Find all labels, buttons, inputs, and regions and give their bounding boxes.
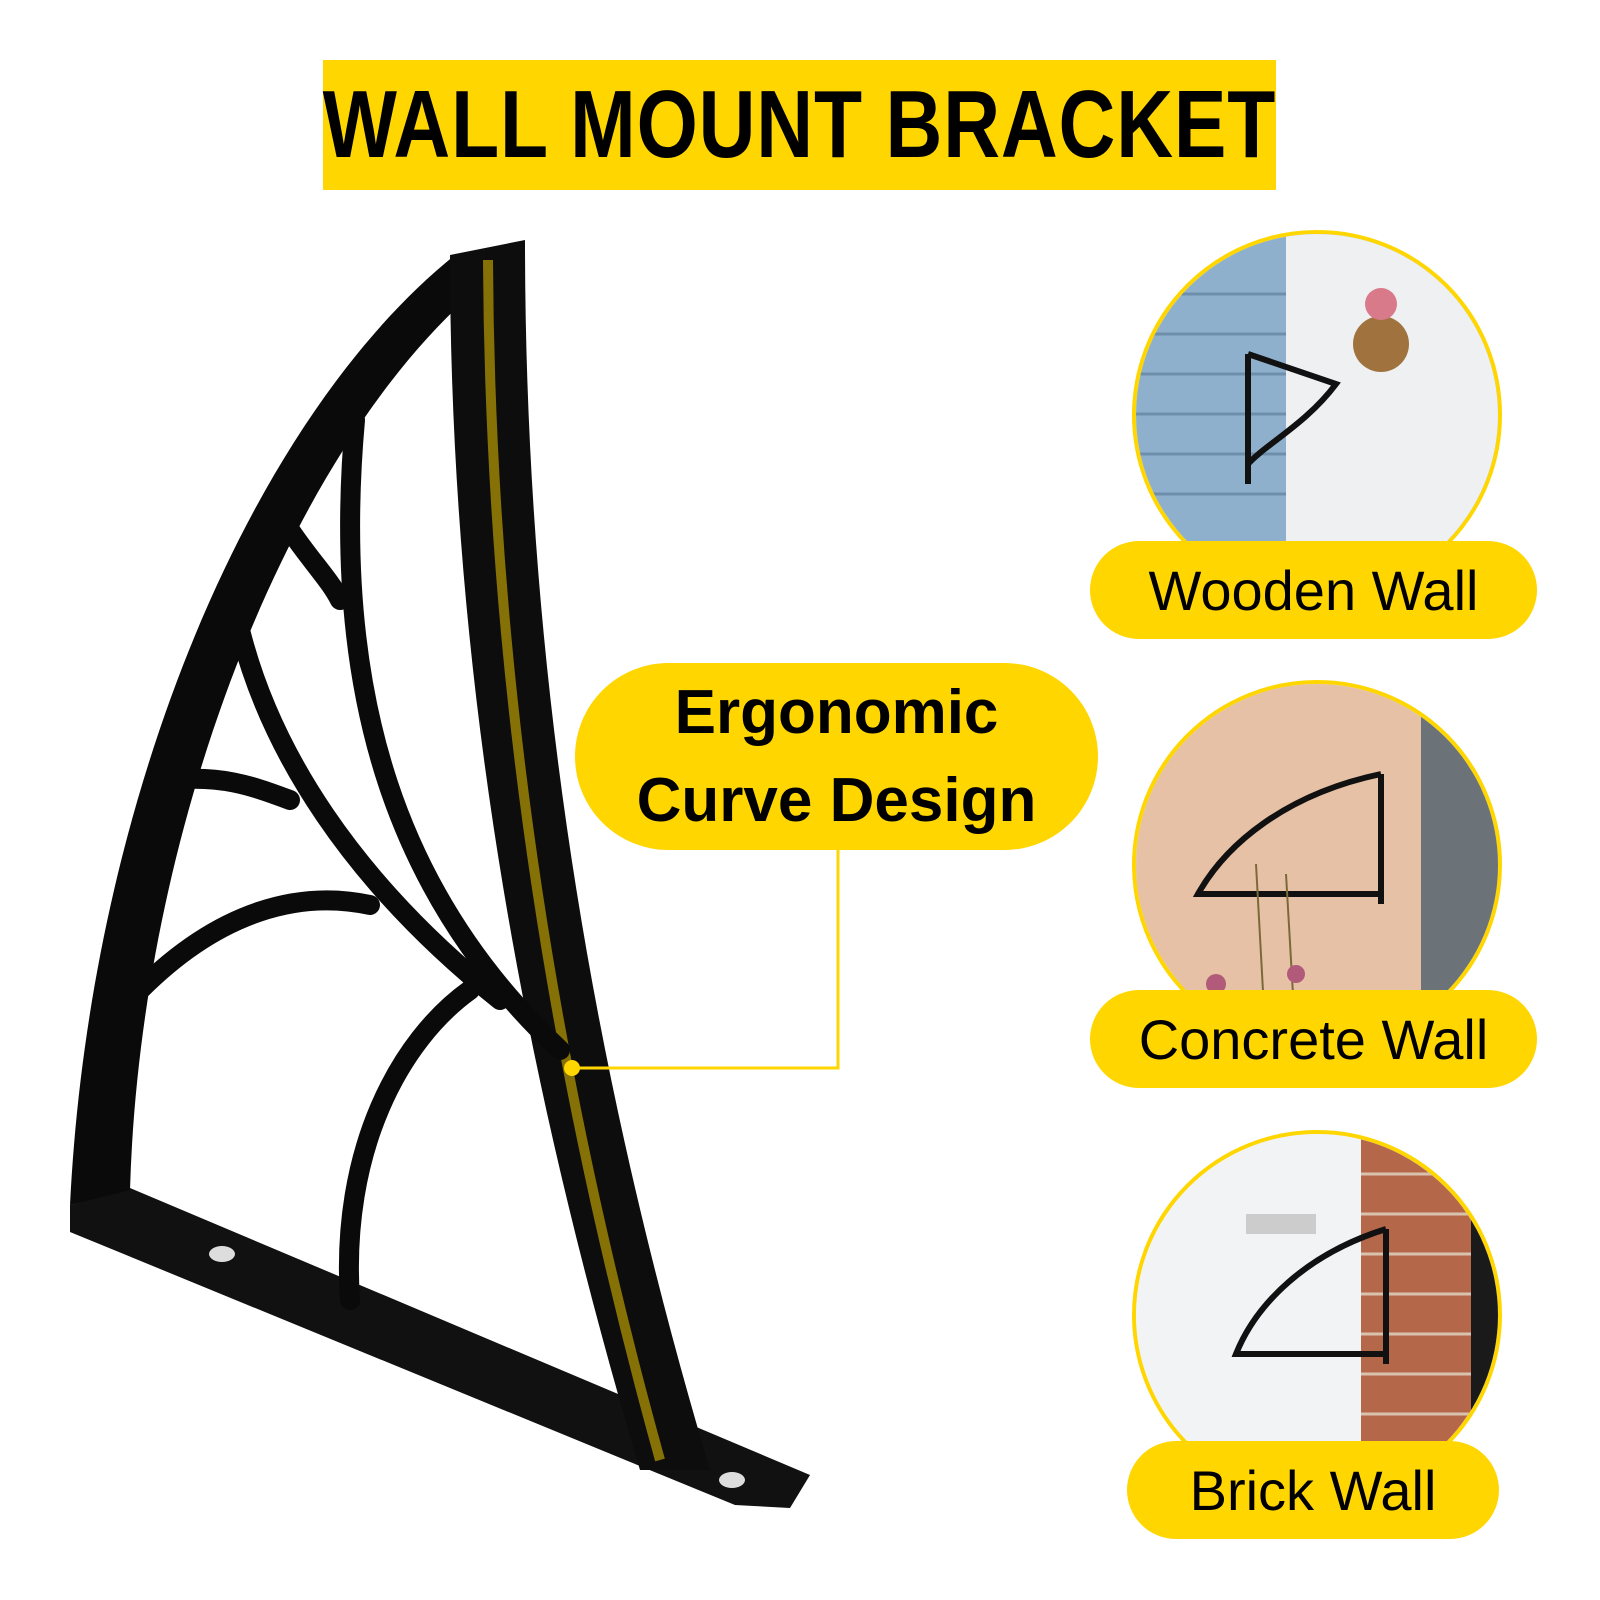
flower — [1206, 974, 1226, 994]
concrete-wall-photo — [1132, 680, 1502, 1050]
title-banner: WALL MOUNT BRACKET — [323, 60, 1276, 190]
flowers — [1365, 288, 1397, 320]
title: WALL MOUNT BRACKET — [322, 71, 1277, 178]
concrete-wall-label: Concrete Wall — [1090, 990, 1537, 1088]
screw-hole — [209, 1246, 235, 1262]
bracket-inner-web — [130, 410, 570, 1310]
callout-line1: Ergonomic — [674, 677, 999, 747]
bracket-rail — [450, 240, 710, 1470]
callout-ergonomic: Ergonomic Curve Design — [575, 663, 1098, 850]
callout-line2: Curve Design — [636, 765, 1037, 835]
callout-connector — [572, 850, 840, 1070]
bracket-icon — [1245, 351, 1341, 484]
bracket-icon — [1192, 771, 1384, 904]
flower — [1287, 965, 1305, 983]
brick-wall-photo — [1132, 1130, 1502, 1500]
wooden-wall-text: Wooden Wall — [1148, 558, 1479, 622]
bracket-icon — [1231, 1226, 1389, 1364]
bracket-curved-arm — [70, 255, 465, 1205]
rail-highlight — [483, 259, 665, 1462]
concrete-wall-text: Concrete Wall — [1138, 1007, 1489, 1071]
callout-dot — [564, 1060, 580, 1076]
wooden-wall-label: Wooden Wall — [1090, 541, 1537, 639]
brick-wall-text: Brick Wall — [1189, 1458, 1437, 1522]
screw-hole — [719, 1472, 745, 1488]
brick-wall-label: Brick Wall — [1127, 1441, 1499, 1539]
letter-slot — [1246, 1214, 1316, 1234]
hanging-basket — [1353, 316, 1409, 372]
bracket-base-plate — [70, 1188, 810, 1508]
